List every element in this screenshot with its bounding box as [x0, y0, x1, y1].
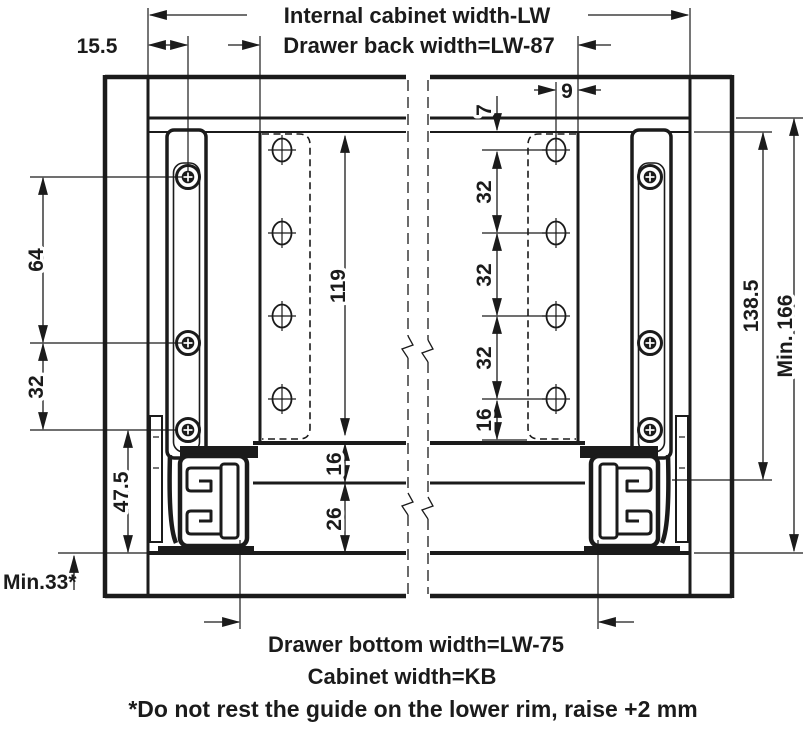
- drawer-bottom-panel: [253, 441, 585, 485]
- dim-label-119: 119: [327, 269, 350, 303]
- dim-label-32-left: 32: [25, 375, 48, 398]
- dim-label-7: 7: [473, 104, 496, 116]
- label-internal-cabinet-width: Internal cabinet width-LW: [284, 3, 551, 28]
- dim-label-64: 64: [25, 248, 48, 272]
- break-lines: [401, 80, 434, 594]
- dim-label-47-5: 47.5: [110, 471, 133, 512]
- dim-label-32-c: 32: [473, 346, 496, 369]
- label-drawer-bottom-width: Drawer bottom width=LW-75: [268, 632, 564, 657]
- dim-label-16-center: 16: [323, 452, 346, 475]
- footnote-text: *Do not rest the guide on the lower rim,…: [128, 696, 697, 722]
- dim-label-min-33: Min.33*: [3, 571, 77, 594]
- dim-label-32-b: 32: [473, 263, 496, 286]
- dim-label-32-a: 32: [473, 180, 496, 203]
- dimension-lines: [38, 10, 799, 627]
- dim-label-26: 26: [323, 507, 346, 530]
- dim-label-min-166: Min. 166: [774, 295, 797, 378]
- dim-label-15-5: 15.5: [77, 35, 118, 58]
- label-drawer-back-width: Drawer back width=LW-87: [283, 33, 555, 58]
- dim-label-138-5: 138.5: [740, 279, 763, 332]
- dim-label-16-right: 16: [473, 408, 496, 431]
- label-cabinet-width: Cabinet width=KB: [308, 664, 497, 689]
- dim-label-9: 9: [561, 80, 573, 103]
